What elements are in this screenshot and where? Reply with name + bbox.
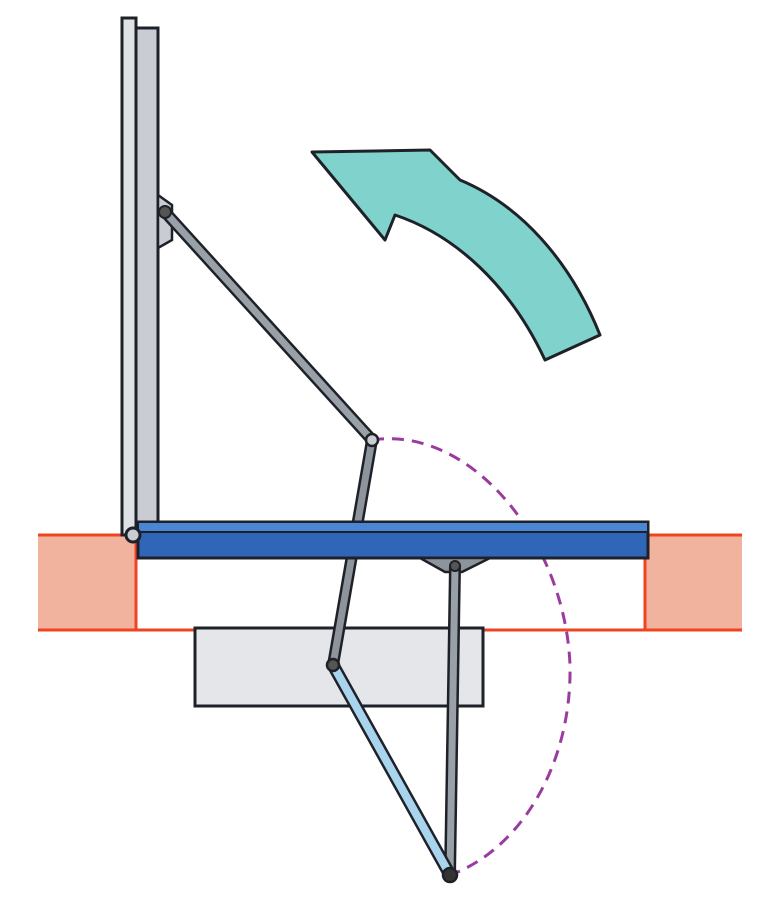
- pivot-icon: [441, 866, 459, 884]
- hatch-panel: [136, 520, 650, 560]
- open-panel: [120, 16, 160, 537]
- vertical-strut: [444, 565, 461, 876]
- pivot-icon: [449, 560, 461, 572]
- pivot-icon: [364, 432, 380, 448]
- wall-left: [38, 533, 138, 630]
- hinge-icon: [124, 526, 142, 544]
- swing-path-arc: [371, 437, 572, 877]
- wall-right: [640, 533, 742, 630]
- pivot-icon: [158, 205, 172, 219]
- link-arm: [326, 658, 457, 882]
- pivot-icon: [325, 657, 341, 673]
- opening-direction-arrow: [310, 148, 602, 362]
- upper-strut: [156, 192, 378, 446]
